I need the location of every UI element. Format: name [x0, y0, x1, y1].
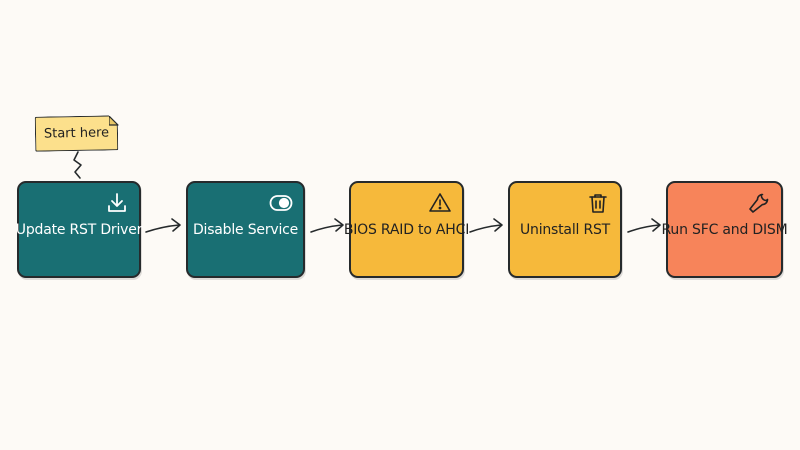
- step-uninstall-rst: Uninstall RST: [508, 181, 622, 278]
- note-connector: [73, 151, 82, 179]
- step-label: Disable Service: [192, 221, 299, 238]
- start-here-note: Start here: [35, 115, 119, 151]
- arrow-3: [469, 218, 503, 233]
- step-label: Run SFC and DISM: [661, 221, 788, 238]
- arrow-4: [627, 218, 661, 233]
- trash-icon: [589, 194, 607, 213]
- note-fold: [109, 116, 119, 126]
- toggle-icon: [269, 195, 293, 211]
- step-label: Uninstall RST: [519, 221, 611, 238]
- step-disable-service: Disable Service: [186, 181, 305, 278]
- step-run-sfc-and-dism: Run SFC and DISM: [662, 181, 788, 278]
- arrow-1: [145, 218, 181, 233]
- step-label: BIOS RAID to AHCI: [343, 221, 470, 238]
- note-label: Start here: [43, 125, 110, 142]
- warning-icon: [429, 193, 451, 212]
- step-bios-raid-to-ahci: BIOS RAID to AHCI: [344, 181, 469, 278]
- download-icon: [108, 193, 126, 212]
- arrow-2: [310, 218, 344, 233]
- wrench-icon: [749, 193, 769, 213]
- step-label: Update RST Driver: [15, 221, 143, 238]
- step-update-rst-driver: Update RST Driver: [15, 181, 143, 278]
